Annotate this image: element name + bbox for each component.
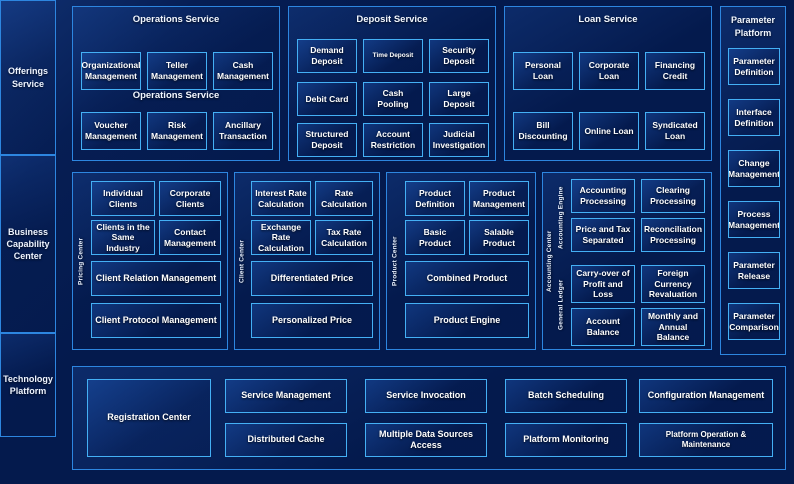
card-batch-scheduling[interactable]: Batch Scheduling [505, 379, 627, 413]
card-debit-card[interactable]: Debit Card [297, 82, 357, 116]
accounting-center-vertical-label: Accounting Center [546, 230, 553, 292]
card-ancillary-transaction[interactable]: Ancillary Transaction [213, 112, 273, 150]
client-center-vertical-label: Client Center [238, 239, 246, 283]
card-parameter-definition[interactable]: Parameter Definition [728, 48, 780, 85]
panel-deposit-service-title: Deposit Service [356, 14, 428, 25]
card-interest-rate-calculation[interactable]: Interest Rate Calculation [251, 181, 311, 216]
card-interface-definition[interactable]: Interface Definition [728, 99, 780, 136]
card-tax-rate-calculation[interactable]: Tax Rate Calculation [315, 220, 373, 255]
card-judicial-investigation[interactable]: Judicial Investigation [429, 123, 489, 157]
card-bill-discounting[interactable]: Bill Discounting [513, 112, 573, 150]
card-teller-management[interactable]: Teller Management [147, 52, 207, 90]
card-monthly-and-annual-balance[interactable]: Monthly and Annual Balance [641, 308, 705, 346]
card-rate-calculation[interactable]: Rate Calculation [315, 181, 373, 216]
card-account-restriction[interactable]: Account Restriction [363, 123, 423, 157]
card-client-relation-management[interactable]: Client Relation Management [91, 261, 221, 296]
card-risk-management[interactable]: Risk Management [147, 112, 207, 150]
card-account-balance[interactable]: Account Balance [571, 308, 635, 346]
panel-loan-service[interactable]: Loan Service Personal Loan Corporate Loa… [504, 6, 712, 161]
product-center-vertical-label: Product Center [391, 236, 399, 286]
card-platform-monitoring[interactable]: Platform Monitoring [505, 423, 627, 457]
card-parameter-release[interactable]: Parameter Release [728, 252, 780, 289]
card-parameter-comparison[interactable]: Parameter Comparison [728, 303, 780, 340]
sidebar-business-capability-center[interactable]: Business Capability Center [0, 155, 56, 333]
card-individual-clients[interactable]: Individual Clients [91, 181, 155, 216]
card-personal-loan[interactable]: Personal Loan [513, 52, 573, 90]
card-change-management[interactable]: Change Management [728, 150, 780, 187]
card-salable-product[interactable]: Salable Product [469, 220, 529, 255]
card-corporate-loan[interactable]: Corporate Loan [579, 52, 639, 90]
sidebar-technology-platform-label: Technology Platform [3, 373, 53, 396]
card-clients-in-the-same-industry[interactable]: Clients in the Same Industry [91, 220, 155, 255]
panel-operations-service[interactable]: Operations Service Organizational Manage… [72, 6, 280, 161]
card-cash-management[interactable]: Cash Management [213, 52, 273, 90]
card-large-deposit[interactable]: Large Deposit [429, 82, 489, 116]
panel-deposit-service[interactable]: Deposit Service Demand Deposit Time Depo… [288, 6, 496, 161]
card-reconciliation-processing[interactable]: Reconciliation Processing [641, 218, 705, 252]
card-organizational-management[interactable]: Organizational Management [81, 52, 141, 90]
card-client-protocol-management[interactable]: Client Protocol Management [91, 303, 221, 338]
card-registration-center[interactable]: Registration Center [87, 379, 211, 457]
panel-parameter-platform-title-line2: Platform [734, 28, 772, 38]
panel-loan-service-title: Loan Service [578, 14, 638, 25]
card-product-definition[interactable]: Product Definition [405, 181, 465, 216]
card-carry-over-of-profit-and-loss[interactable]: Carry-over of Profit and Loss [571, 265, 635, 303]
panel-technology-platform[interactable]: Registration Center Service Management S… [72, 366, 786, 470]
card-differentiated-price[interactable]: Differentiated Price [251, 261, 373, 296]
accounting-engine-vertical-label: Accounting Engine [557, 186, 565, 250]
card-exchange-rate-calculation[interactable]: Exchange Rate Calculation [251, 220, 311, 255]
card-process-management[interactable]: Process Management [728, 201, 780, 238]
card-demand-deposit[interactable]: Demand Deposit [297, 39, 357, 73]
card-basic-product[interactable]: Basic Product [405, 220, 465, 255]
card-corporate-clients[interactable]: Corporate Clients [159, 181, 221, 216]
sidebar-business-capability-center-label: Business Capability Center [6, 226, 50, 262]
card-distributed-cache[interactable]: Distributed Cache [225, 423, 347, 457]
panel-client-center[interactable]: Client Center Interest Rate Calculation … [234, 172, 380, 350]
card-voucher-management[interactable]: Voucher Management [81, 112, 141, 150]
card-personalized-price[interactable]: Personalized Price [251, 303, 373, 338]
card-foreign-currency-revaluation[interactable]: Foreign Currency Revaluation [641, 265, 705, 303]
card-product-management[interactable]: Product Management [469, 181, 529, 216]
panel-pricing-center[interactable]: Pricing Center Individual Clients Corpor… [72, 172, 228, 350]
panel-parameter-platform-title-line1: Parameter [730, 15, 776, 25]
panel-product-center[interactable]: Product Center Product Definition Produc… [386, 172, 536, 350]
sidebar-offerings-service[interactable]: Offerings Service [0, 0, 56, 155]
card-time-deposit[interactable]: Time Deposit [363, 39, 423, 73]
card-combined-product[interactable]: Combined Product [405, 261, 529, 296]
card-multiple-data-sources-access[interactable]: Multiple Data Sources Access [365, 423, 487, 457]
general-ledger-vertical-label: General Ledger [557, 279, 565, 331]
card-contact-management[interactable]: Contact Management [159, 220, 221, 255]
pricing-center-vertical-label: Pricing Center [77, 237, 85, 285]
card-syndicated-loan[interactable]: Syndicated Loan [645, 112, 705, 150]
card-price-and-tax-separated[interactable]: Price and Tax Separated [571, 218, 635, 252]
panel-operations-service-title: Operations Service [132, 14, 220, 25]
panel-accounting-center[interactable]: Accounting Center Accounting Engine Gene… [542, 172, 712, 350]
card-configuration-management[interactable]: Configuration Management [639, 379, 773, 413]
card-product-engine[interactable]: Product Engine [405, 303, 529, 338]
card-accounting-processing[interactable]: Accounting Processing [571, 179, 635, 213]
panel-parameter-platform[interactable]: Parameter Platform Parameter Definition … [720, 6, 786, 355]
card-service-management[interactable]: Service Management [225, 379, 347, 413]
card-platform-operation-and-maintenance[interactable]: Platform Operation & Maintenance [639, 423, 773, 457]
card-cash-pooling[interactable]: Cash Pooling [363, 82, 423, 116]
card-service-invocation[interactable]: Service Invocation [365, 379, 487, 413]
card-structured-deposit[interactable]: Structured Deposit [297, 123, 357, 157]
card-financing-credit[interactable]: Financing Credit [645, 52, 705, 90]
card-online-loan[interactable]: Online Loan [579, 112, 639, 150]
panel-operations-service-subtitle: Operations Service [132, 90, 220, 101]
sidebar-offerings-service-label: Offerings Service [7, 66, 48, 89]
card-security-deposit[interactable]: Security Deposit [429, 39, 489, 73]
card-clearing-processing[interactable]: Clearing Processing [641, 179, 705, 213]
sidebar-technology-platform[interactable]: Technology Platform [0, 333, 56, 437]
